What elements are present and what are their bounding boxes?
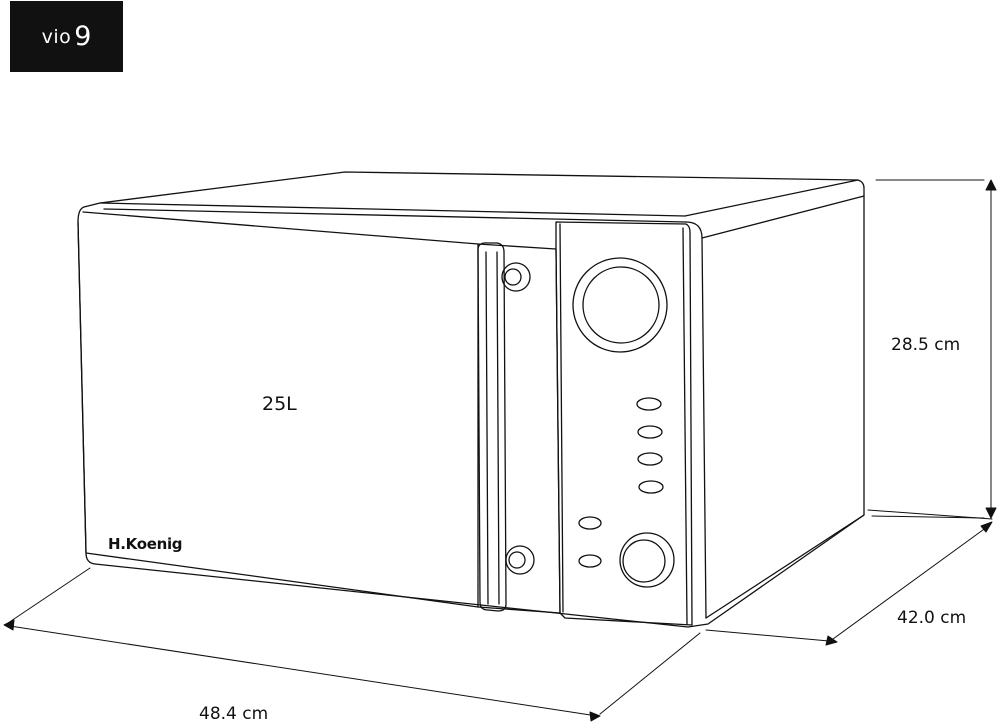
- door-handle: [477, 242, 535, 612]
- model-number: 9: [74, 21, 92, 52]
- model-badge: vio 9: [10, 1, 123, 72]
- height-dimension-label: 28.5 cm: [891, 335, 961, 355]
- capacity-label: 25L: [262, 393, 297, 415]
- model-name: vio: [41, 25, 72, 48]
- control-panel: [555, 221, 693, 626]
- depth-dimension-label: 42.0 cm: [897, 608, 967, 628]
- brand-logo-text: H.Koenig: [108, 535, 183, 553]
- timer-dial-icon: [572, 257, 668, 353]
- control-knob-icon: [619, 532, 675, 588]
- width-dimension-label: 48.4 cm: [199, 704, 269, 724]
- microwave-body: [77, 171, 865, 628]
- dimension-lines: [3, 179, 997, 722]
- function-buttons: [578, 397, 664, 568]
